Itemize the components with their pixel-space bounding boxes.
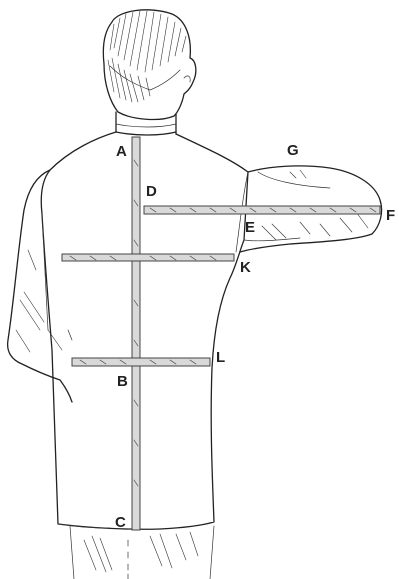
label-G: G [287, 142, 299, 159]
tape-sleeve [144, 206, 380, 214]
label-E: E [245, 219, 255, 236]
label-D: D [146, 183, 157, 200]
legs [70, 526, 214, 579]
label-B: B [117, 373, 128, 390]
label-A: A [116, 143, 127, 160]
label-K: K [240, 259, 251, 276]
head [103, 10, 196, 120]
measurement-tapes [62, 137, 380, 530]
label-C: C [115, 514, 126, 531]
label-L: L [216, 349, 225, 366]
hair-hatching [108, 11, 186, 102]
tape-waist [72, 358, 210, 366]
tape-chest [62, 254, 234, 261]
jacket [8, 132, 382, 529]
label-F: F [386, 207, 395, 224]
tape-center-back [132, 137, 140, 530]
point-labels: A D G F E K L B C [115, 142, 395, 531]
